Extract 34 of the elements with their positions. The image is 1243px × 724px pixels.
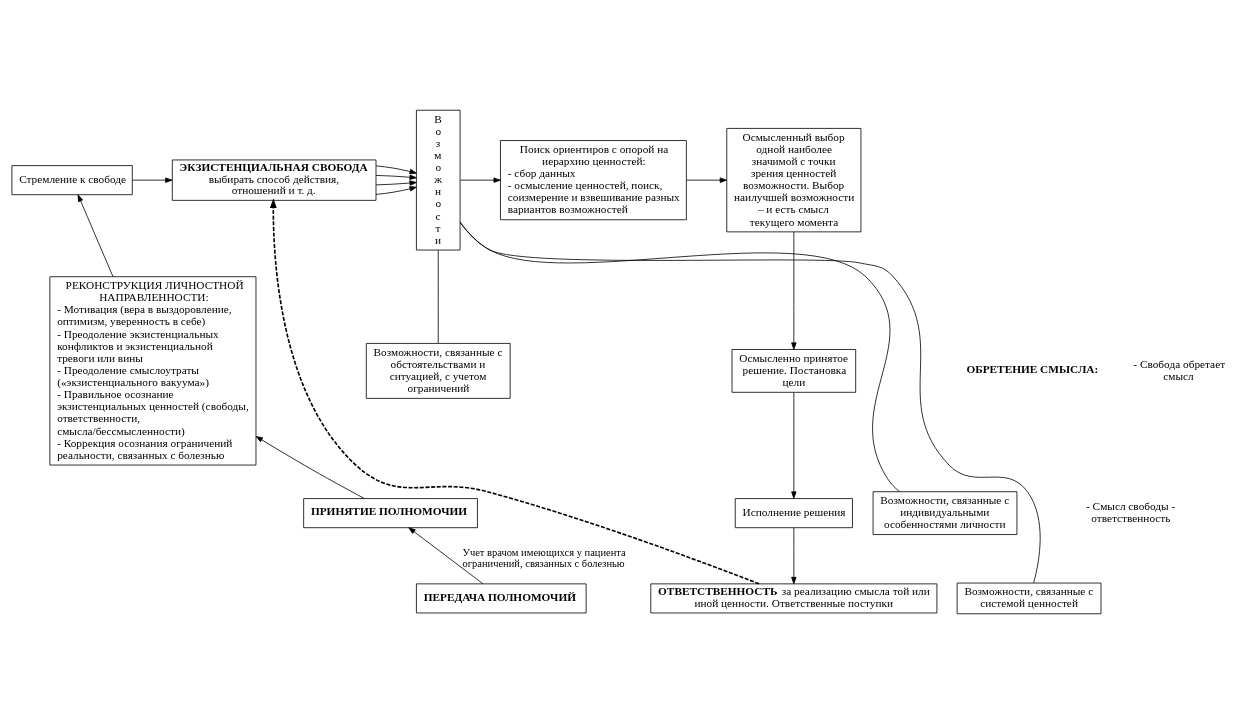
- arrow: [791, 231, 797, 350]
- node-box: Возможности, связанные с индивидуальными особенностями личности: [872, 491, 1018, 535]
- node-box: Возможности: [416, 109, 461, 251]
- node-box: Возможности, связанные с системой ценностей: [956, 582, 1102, 615]
- arrow: [791, 527, 797, 585]
- arrow: [375, 165, 417, 175]
- node-box: Исполнение решения: [734, 498, 853, 529]
- connector: [459, 222, 1041, 584]
- arrow: [408, 527, 484, 585]
- node-box: ЭКЗИСТЕНЦИАЛЬНАЯ СВОБОДА выбирать способ действия, отношений и т. д.: [171, 159, 377, 201]
- node-box: ОТВЕТСТВЕННОСТЬ за реализацию смысла той или иной ценности. Ответственные поступки: [650, 583, 938, 614]
- arrow: [77, 194, 114, 278]
- arrow: [255, 436, 365, 499]
- node-box: Стремление к свободе: [11, 165, 133, 196]
- node-box: Возможности, связанные с обстоятельствами и ситуацией, с учетом ограничений: [365, 343, 511, 399]
- arrow: [791, 392, 797, 499]
- arrow: [686, 177, 727, 183]
- arrow: [132, 177, 173, 183]
- node-box: Поиск ориентиров с опорой на иерархию ценностей: - сбор данных - осмысление ценностей, поиск, соизмерение и взвешивание разных вариантов возможностей: [500, 140, 687, 221]
- node-box: ПЕРЕДАЧА ПОЛНОМОЧИЙ: [416, 583, 587, 614]
- node-box: РЕКОНСТРУКЦИЯ ЛИЧНОСТНОЙ НАПРАВЛЕННОСТИ: - Мотивация (вера в выздоровление, оптимизм, уверенность в себе) - Преодоление экзистенциальных конфликтов и экзистенциальной тревоги или вины - Преодоление смыслоутраты («экзистенциального вакуума») - Правильное осознание экзистенциальных ценностей (свободы, ответственности, смысла/бессмысленности) - Коррекция осознания ограничений реальности, связанных с болезнью: [49, 276, 257, 466]
- edge-label: Учет врачом имеющихся у пациента ограничений, связанных с болезнью: [462, 546, 626, 570]
- node-box: Осмысленный выбор одной наиболее значимой с точки зрения ценностей возможности. Выбор наилучшей возможности – и есть смысл текущего момента: [726, 128, 862, 233]
- connector: [437, 249, 439, 344]
- arrow: [375, 180, 417, 186]
- arrow: [375, 186, 417, 195]
- arrow: [459, 177, 501, 183]
- arrow: [269, 198, 760, 585]
- label: ОБРЕТЕНИЕ СМЫСЛА:: [966, 363, 1099, 376]
- node-box: ПРИНЯТИЕ ПОЛНОМОЧИИ: [303, 498, 478, 529]
- arrow: [375, 174, 417, 180]
- node-box: Осмысленно принятое решение. Постановка цели: [731, 349, 857, 393]
- label: - Смысл свободы - ответственность: [1086, 500, 1176, 525]
- label: - Свобода обретает смысл: [1133, 357, 1226, 382]
